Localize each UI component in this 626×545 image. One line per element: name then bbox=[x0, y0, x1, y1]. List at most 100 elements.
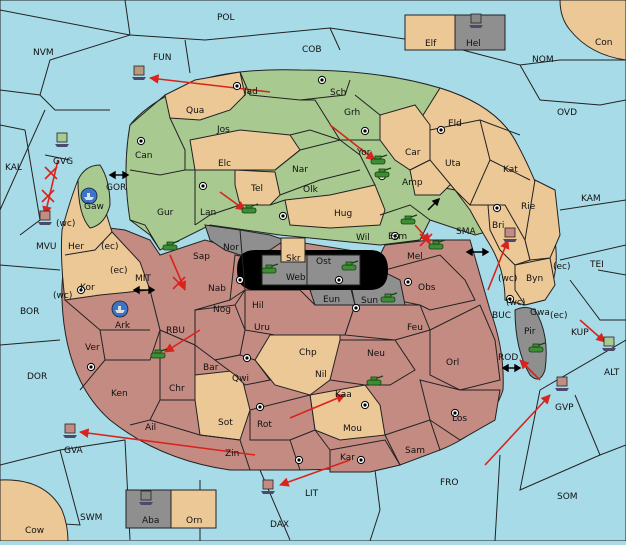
svg-text:Sap: Sap bbox=[193, 252, 210, 262]
svg-text:Nor: Nor bbox=[223, 243, 239, 253]
svg-text:Eld: Eld bbox=[448, 119, 462, 129]
svg-text:(wc): (wc) bbox=[498, 274, 517, 284]
svg-text:Hil: Hil bbox=[252, 301, 264, 311]
svg-text:DOR: DOR bbox=[27, 372, 47, 382]
svg-text:Nog: Nog bbox=[213, 305, 231, 315]
svg-text:(ec): (ec) bbox=[553, 262, 571, 272]
svg-text:Pir: Pir bbox=[524, 327, 536, 337]
inner-sea-provinces bbox=[261, 237, 361, 286]
svg-text:Sot: Sot bbox=[218, 418, 233, 428]
svg-text:GVG: GVG bbox=[53, 157, 73, 167]
svg-text:Mou: Mou bbox=[343, 424, 362, 434]
svg-text:Skr: Skr bbox=[286, 254, 301, 264]
svg-text:Grh: Grh bbox=[344, 108, 360, 118]
svg-text:(wc): (wc) bbox=[53, 291, 72, 301]
svg-text:(wc): (wc) bbox=[506, 298, 525, 308]
svg-text:Nil: Nil bbox=[315, 370, 327, 380]
svg-text:MVU: MVU bbox=[36, 242, 57, 252]
province-labels: POL NVM FUN COB NOM OVD Con Elf Hel KAL … bbox=[5, 13, 620, 536]
strait-arrows bbox=[108, 170, 522, 373]
svg-text:Gur: Gur bbox=[157, 208, 174, 218]
svg-text:Lan: Lan bbox=[200, 208, 216, 218]
svg-text:Orn: Orn bbox=[186, 516, 202, 526]
svg-text:Web: Web bbox=[286, 273, 306, 283]
svg-text:Elc: Elc bbox=[218, 159, 231, 169]
svg-text:Obs: Obs bbox=[418, 283, 436, 293]
svg-text:NVM: NVM bbox=[33, 48, 54, 58]
svg-text:Chp: Chp bbox=[299, 348, 317, 358]
svg-text:MIT: MIT bbox=[135, 274, 151, 284]
svg-text:(ec): (ec) bbox=[101, 242, 119, 252]
svg-text:Qua: Qua bbox=[186, 106, 204, 116]
svg-text:Her: Her bbox=[68, 242, 84, 252]
svg-text:Kaa: Kaa bbox=[335, 390, 352, 400]
svg-text:Byn: Byn bbox=[526, 274, 543, 284]
svg-text:FUN: FUN bbox=[153, 53, 172, 63]
failed-order-marks bbox=[41, 166, 433, 290]
svg-text:GVA: GVA bbox=[64, 446, 84, 456]
svg-text:SOM: SOM bbox=[557, 492, 578, 502]
svg-text:Elf: Elf bbox=[425, 39, 437, 49]
svg-text:Car: Car bbox=[405, 148, 421, 158]
svg-text:Amp: Amp bbox=[402, 178, 423, 188]
svg-text:Esm: Esm bbox=[388, 232, 407, 242]
svg-text:Ark: Ark bbox=[115, 321, 131, 331]
svg-text:Ail: Ail bbox=[145, 423, 156, 433]
svg-text:Kor: Kor bbox=[80, 283, 95, 293]
svg-text:OVD: OVD bbox=[557, 108, 577, 118]
svg-text:Los: Los bbox=[452, 414, 467, 424]
svg-text:Ost: Ost bbox=[316, 257, 332, 267]
svg-text:GVP: GVP bbox=[555, 403, 574, 413]
svg-text:RBU: RBU bbox=[166, 326, 185, 336]
svg-text:COB: COB bbox=[302, 45, 322, 55]
svg-text:Eun: Eun bbox=[323, 295, 340, 305]
svg-text:Aba: Aba bbox=[142, 516, 159, 526]
svg-text:Ver: Ver bbox=[85, 343, 100, 353]
svg-text:GOR: GOR bbox=[106, 183, 126, 193]
svg-text:Chr: Chr bbox=[169, 384, 185, 394]
svg-text:BOR: BOR bbox=[20, 307, 39, 317]
svg-text:Hel: Hel bbox=[466, 39, 481, 49]
svg-text:POL: POL bbox=[217, 13, 235, 23]
svg-text:Uru: Uru bbox=[254, 323, 270, 333]
svg-text:Nab: Nab bbox=[208, 284, 226, 294]
svg-text:Jad: Jad bbox=[243, 87, 258, 97]
svg-text:ROD: ROD bbox=[498, 353, 518, 363]
svg-text:Con: Con bbox=[595, 38, 613, 48]
svg-text:Can: Can bbox=[135, 151, 153, 161]
svg-text:Neu: Neu bbox=[367, 349, 385, 359]
svg-text:BUC: BUC bbox=[492, 311, 511, 321]
elf-hel-box bbox=[404, 14, 506, 51]
svg-text:KAM: KAM bbox=[581, 194, 601, 204]
svg-text:Jos: Jos bbox=[216, 125, 230, 135]
svg-text:Ken: Ken bbox=[111, 389, 128, 399]
svg-text:DAX: DAX bbox=[270, 520, 289, 530]
svg-text:ALT: ALT bbox=[604, 368, 620, 378]
svg-text:Rie: Rie bbox=[521, 202, 536, 212]
svg-text:Kat: Kat bbox=[503, 165, 518, 175]
aba-orn-box bbox=[125, 489, 217, 529]
svg-text:Hug: Hug bbox=[334, 209, 352, 219]
svg-text:TEI: TEI bbox=[589, 260, 604, 270]
svg-text:Olk: Olk bbox=[303, 185, 319, 195]
svg-text:Orl: Orl bbox=[446, 358, 459, 368]
svg-text:KAL: KAL bbox=[5, 163, 22, 173]
svg-text:Gaw: Gaw bbox=[84, 202, 104, 212]
svg-text:Gwa: Gwa bbox=[530, 308, 550, 318]
svg-text:FRO: FRO bbox=[440, 478, 459, 488]
internal-borders bbox=[64, 71, 531, 471]
svg-text:NOM: NOM bbox=[532, 55, 554, 65]
svg-text:Bar: Bar bbox=[203, 363, 219, 373]
svg-text:Yor: Yor bbox=[356, 148, 371, 158]
svg-text:KUP: KUP bbox=[571, 328, 589, 338]
svg-text:Kar: Kar bbox=[340, 453, 355, 463]
svg-text:Sun: Sun bbox=[361, 296, 378, 306]
svg-text:Qwi: Qwi bbox=[232, 374, 249, 384]
svg-text:Tel: Tel bbox=[250, 184, 263, 194]
svg-text:Wil: Wil bbox=[356, 233, 370, 243]
svg-text:Cow: Cow bbox=[25, 526, 44, 536]
